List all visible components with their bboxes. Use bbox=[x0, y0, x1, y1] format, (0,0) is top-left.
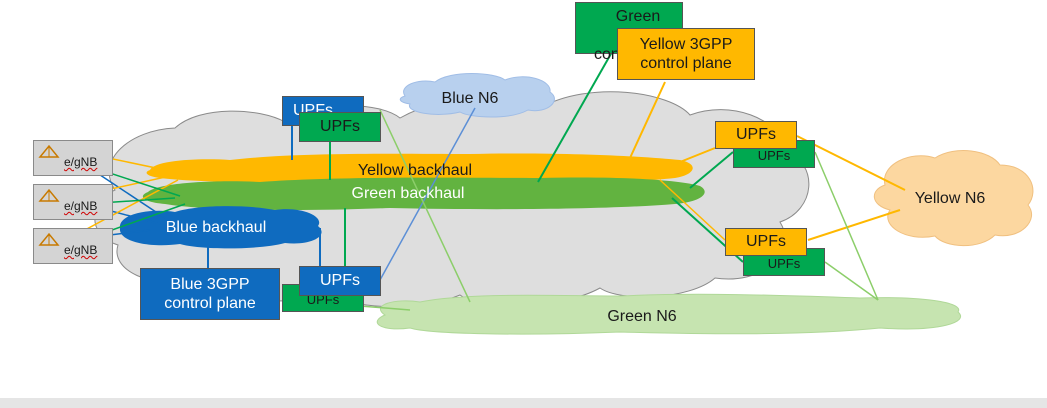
gnb-node-3: e/gNB bbox=[33, 228, 113, 264]
blue-control-plane-line2: control plane bbox=[164, 295, 256, 312]
blue-backhaul-cloud bbox=[119, 206, 322, 249]
yellow-link-upf2-n6 bbox=[807, 209, 901, 241]
upf-yellow-right-top: UPFs bbox=[715, 121, 797, 149]
upf-label: UPFs bbox=[757, 148, 791, 164]
upf-green-top: UPFs bbox=[299, 112, 381, 142]
gnb-label: e/gNB bbox=[64, 199, 98, 213]
green-link-upf3-bh bbox=[689, 151, 734, 189]
gnb-label: e/gNB bbox=[64, 243, 98, 257]
blue-link-n6 bbox=[379, 107, 476, 281]
upf-label: UPFs bbox=[767, 256, 801, 272]
green-backhaul-cloud bbox=[142, 177, 705, 211]
green-link-upf-n6a bbox=[379, 109, 471, 303]
yellow-control-plane-box: Yellow 3GPP control plane bbox=[617, 28, 755, 80]
yellow-backhaul-label: Yellow backhaul bbox=[358, 162, 472, 179]
yellow-control-plane-line2: control plane bbox=[640, 55, 732, 72]
blue-control-plane-line1: Blue 3GPP bbox=[170, 275, 250, 293]
gnb-node-1: e/gNB bbox=[33, 140, 113, 176]
upf-label: UPFs bbox=[320, 118, 360, 136]
green-backhaul-label: Green backhaul bbox=[352, 185, 465, 202]
upf-label: UPFs bbox=[736, 126, 776, 144]
upf-label: UPFs bbox=[320, 272, 360, 290]
yellow-control-plane-line1: Yellow 3GPP bbox=[639, 35, 733, 53]
green-link-upf4-n6 bbox=[824, 261, 879, 301]
green-n6-cloud bbox=[376, 293, 961, 335]
blue-n6-cloud bbox=[399, 73, 555, 118]
yellow-link-upf2-bh bbox=[659, 179, 726, 241]
yellow-n6-label: Yellow N6 bbox=[915, 190, 986, 207]
yellow-link-cp bbox=[629, 81, 666, 159]
blue-n6-label: Blue N6 bbox=[442, 90, 499, 107]
upf-yellow-right-bottom: UPFs bbox=[725, 228, 807, 256]
antenna-icon bbox=[38, 232, 60, 246]
antenna-icon bbox=[38, 144, 60, 158]
upf-blue-bottom: UPFs bbox=[299, 266, 381, 296]
footer-bar bbox=[0, 398, 1047, 408]
green-link-upf3-n6 bbox=[814, 151, 879, 301]
gnb-node-2: e/gNB bbox=[33, 184, 113, 220]
green-link-upf-n6b bbox=[359, 305, 411, 311]
gnb-label: e/gNB bbox=[64, 155, 98, 169]
blue-control-plane-box: Blue 3GPP control plane bbox=[140, 268, 280, 320]
blue-backhaul-label: Blue backhaul bbox=[166, 219, 267, 236]
yellow-link-upf1-bh bbox=[664, 147, 716, 169]
yellow-n6-cloud bbox=[873, 150, 1034, 247]
green-n6-label: Green N6 bbox=[607, 308, 676, 325]
upf-label: UPFs bbox=[306, 292, 340, 308]
antenna-icon bbox=[38, 188, 60, 202]
upf-label: UPFs bbox=[746, 233, 786, 251]
yellow-backhaul-cloud bbox=[146, 153, 693, 184]
yellow-link-upf1-n6 bbox=[796, 135, 906, 191]
green-link-cp bbox=[537, 51, 613, 183]
